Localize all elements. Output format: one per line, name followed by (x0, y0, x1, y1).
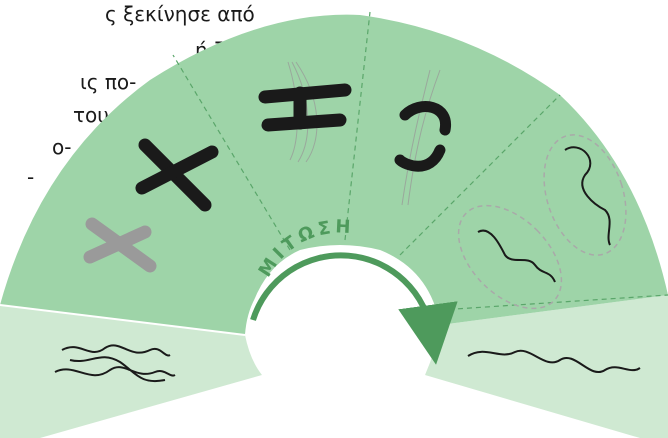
separating-chromatids-icon (394, 101, 451, 172)
relaxed-chromatin-icon (467, 349, 641, 373)
tangled-chromatin-icon (54, 344, 176, 383)
chromosome-on-spindle-icon (258, 83, 352, 132)
anaphase-spindle (401, 69, 441, 206)
caption-line-1: ς ξεκίνησε από (105, 2, 255, 26)
caption-line-5: ο- (52, 135, 72, 159)
faded-chromosome-icon (83, 217, 157, 273)
two-nuclei-icon (457, 134, 627, 310)
caption-line-3: ις πο- (80, 70, 137, 94)
wedge-fan (0, 14, 668, 336)
wedge-interphase-right (425, 295, 668, 438)
wedge-dividers (172, 11, 668, 311)
mitosis-arrow (250, 252, 458, 365)
caption-line-6: - (27, 165, 35, 189)
condensed-chromosome-icon (135, 138, 219, 212)
